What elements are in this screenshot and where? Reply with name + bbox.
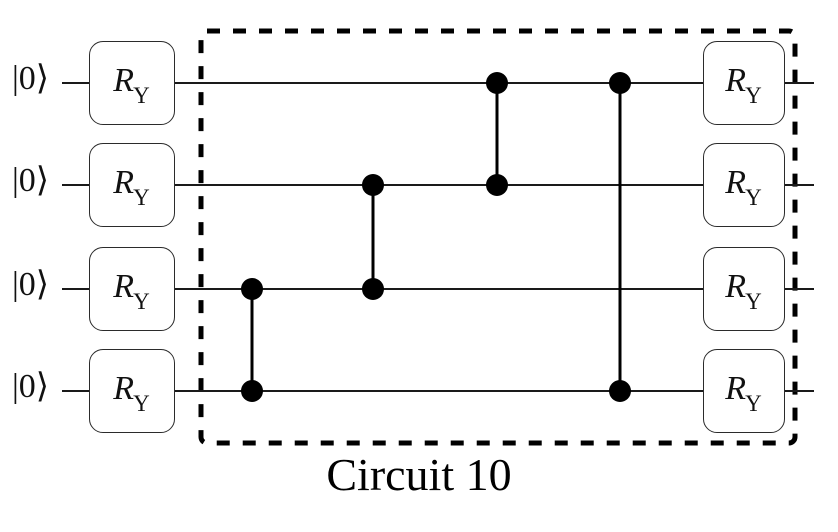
dashed-block-boundary	[198, 28, 798, 446]
gate-ry-right-q2-label: RY	[725, 267, 762, 315]
gate-ry-right-q1[interactable]: RY	[703, 143, 785, 227]
gate-ry-left-q2-label: RY	[113, 267, 150, 315]
control-dot-1-top[interactable]	[241, 278, 263, 300]
cz-gate-4[interactable]	[609, 72, 631, 402]
gate-ry-right-q1-label: RY	[725, 163, 762, 211]
control-dot-2-bottom[interactable]	[362, 278, 384, 300]
control-dot-4-top[interactable]	[609, 72, 631, 94]
gate-ry-right-q3-label: RY	[725, 369, 762, 417]
control-dot-2-top[interactable]	[362, 174, 384, 196]
control-dot-4-bottom[interactable]	[609, 380, 631, 402]
ket-label-q0: |0⟩	[12, 60, 50, 97]
control-dot-3-bottom[interactable]	[486, 174, 508, 196]
gate-ry-left-q3-label: RY	[113, 369, 150, 417]
gate-ry-right-q3[interactable]: RY	[703, 349, 785, 433]
gate-ry-left-q2[interactable]: RY	[89, 247, 175, 331]
ket-label-q3: |0⟩	[12, 368, 50, 405]
cz-gate-2[interactable]	[362, 174, 384, 300]
gate-ry-left-q0[interactable]: RY	[89, 41, 175, 125]
gate-ry-left-q1[interactable]: RY	[89, 143, 175, 227]
ket-label-q2: |0⟩	[12, 266, 50, 303]
control-dot-1-bottom[interactable]	[241, 380, 263, 402]
circuit-caption: Circuit 10	[326, 449, 512, 500]
gate-ry-right-q0-label: RY	[725, 61, 762, 109]
cz-gate-3[interactable]	[486, 72, 508, 196]
gate-ry-right-q2[interactable]: RY	[703, 247, 785, 331]
cz-gate-1[interactable]	[241, 278, 263, 402]
gate-ry-left-q0-label: RY	[113, 61, 150, 109]
gate-ry-left-q1-label: RY	[113, 163, 150, 211]
gate-ry-right-q0[interactable]: RY	[703, 41, 785, 125]
control-dot-3-top[interactable]	[486, 72, 508, 94]
gate-ry-left-q3[interactable]: RY	[89, 349, 175, 433]
ket-label-q1: |0⟩	[12, 162, 50, 199]
